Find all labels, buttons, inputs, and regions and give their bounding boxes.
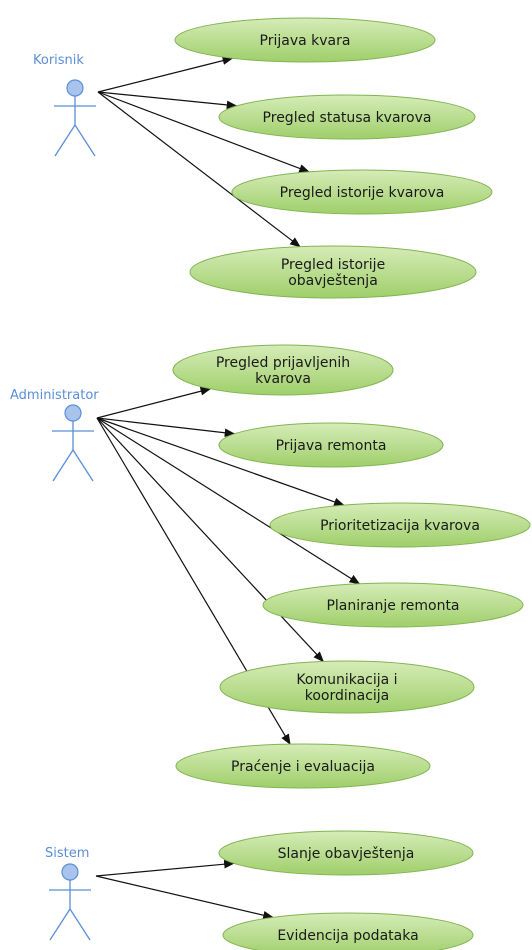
association-arrow — [96, 387, 212, 419]
actor-stick-figure — [52, 421, 94, 482]
actor-label: Sistem — [45, 846, 89, 861]
use-case-ellipse — [172, 344, 394, 396]
use-case-label: Praćenje i evaluacija — [231, 759, 375, 775]
use-case-label: Pregled istorije kvarova — [280, 185, 445, 201]
association-arrow — [97, 56, 234, 93]
actor-head — [61, 863, 79, 881]
use-case-ellipse — [218, 830, 474, 876]
association-arrow — [95, 875, 274, 920]
use-case-label: kvarova — [255, 371, 311, 387]
actor-stick-figure — [54, 96, 96, 157]
use-case[interactable]: Planiranje remonta — [262, 582, 524, 628]
use-case[interactable]: Prioritetizacija kvarova — [269, 502, 531, 548]
use-case-ellipse — [269, 502, 531, 548]
actor-korisnik: Korisnik — [33, 53, 96, 157]
use-case-ellipse — [218, 422, 444, 468]
use-case-label: Pregled prijavljenih — [216, 355, 350, 371]
association-arrow — [96, 417, 345, 506]
association-arrow — [97, 91, 301, 248]
use-case-ellipse — [189, 245, 477, 299]
use-case-label: Prioritetizacija kvarova — [320, 518, 480, 534]
actor-head — [66, 79, 84, 97]
actor-stick-figure — [49, 880, 91, 941]
use-case-ellipse — [222, 912, 474, 950]
use-case-ellipse — [262, 582, 524, 628]
use-case-ellipse — [218, 94, 476, 140]
use-case-ellipse — [219, 660, 475, 714]
use-case-label: Pregled istorije — [281, 257, 385, 273]
use-case-label: Prijava kvara — [260, 33, 351, 49]
actor-head — [64, 404, 82, 422]
use-case-label: Evidencija podataka — [277, 928, 418, 944]
association-arrow — [96, 417, 361, 585]
use-case[interactable]: Pregled statusa kvarova — [218, 94, 476, 140]
association-arrow — [97, 91, 310, 173]
association-arrow — [97, 91, 238, 110]
use-case[interactable]: Praćenje i evaluacija — [175, 743, 431, 789]
use-case[interactable]: Prijava remonta — [218, 422, 444, 468]
actor-label: Administrator — [10, 388, 99, 403]
use-case[interactable]: Evidencija podataka — [222, 912, 474, 950]
actor-sistem: Sistem — [45, 846, 91, 941]
use-case-ellipse — [231, 169, 493, 215]
use-case-label: Komunikacija i — [296, 672, 397, 688]
use-case[interactable]: Prijava kvara — [174, 17, 436, 63]
association-arrow — [96, 417, 324, 663]
actor-label: Korisnik — [33, 53, 84, 68]
use-case[interactable]: Slanje obavještenja — [218, 830, 474, 876]
use-case-label: koordinacija — [305, 688, 390, 704]
association-arrow — [96, 417, 236, 438]
use-case-label: obavještenja — [288, 273, 378, 289]
use-case-ellipse — [175, 743, 431, 789]
use-case-label: Slanje obavještenja — [278, 846, 415, 862]
association-arrow — [95, 859, 235, 877]
use-case-label: Prijava remonta — [276, 438, 387, 454]
use-case[interactable]: Pregled istorije kvarova — [231, 169, 493, 215]
use-case-label: Planiranje remonta — [326, 598, 459, 614]
use-case-label: Pregled statusa kvarova — [263, 110, 432, 126]
use-case-ellipse — [174, 17, 436, 63]
actor-administrator: Administrator — [10, 388, 99, 482]
